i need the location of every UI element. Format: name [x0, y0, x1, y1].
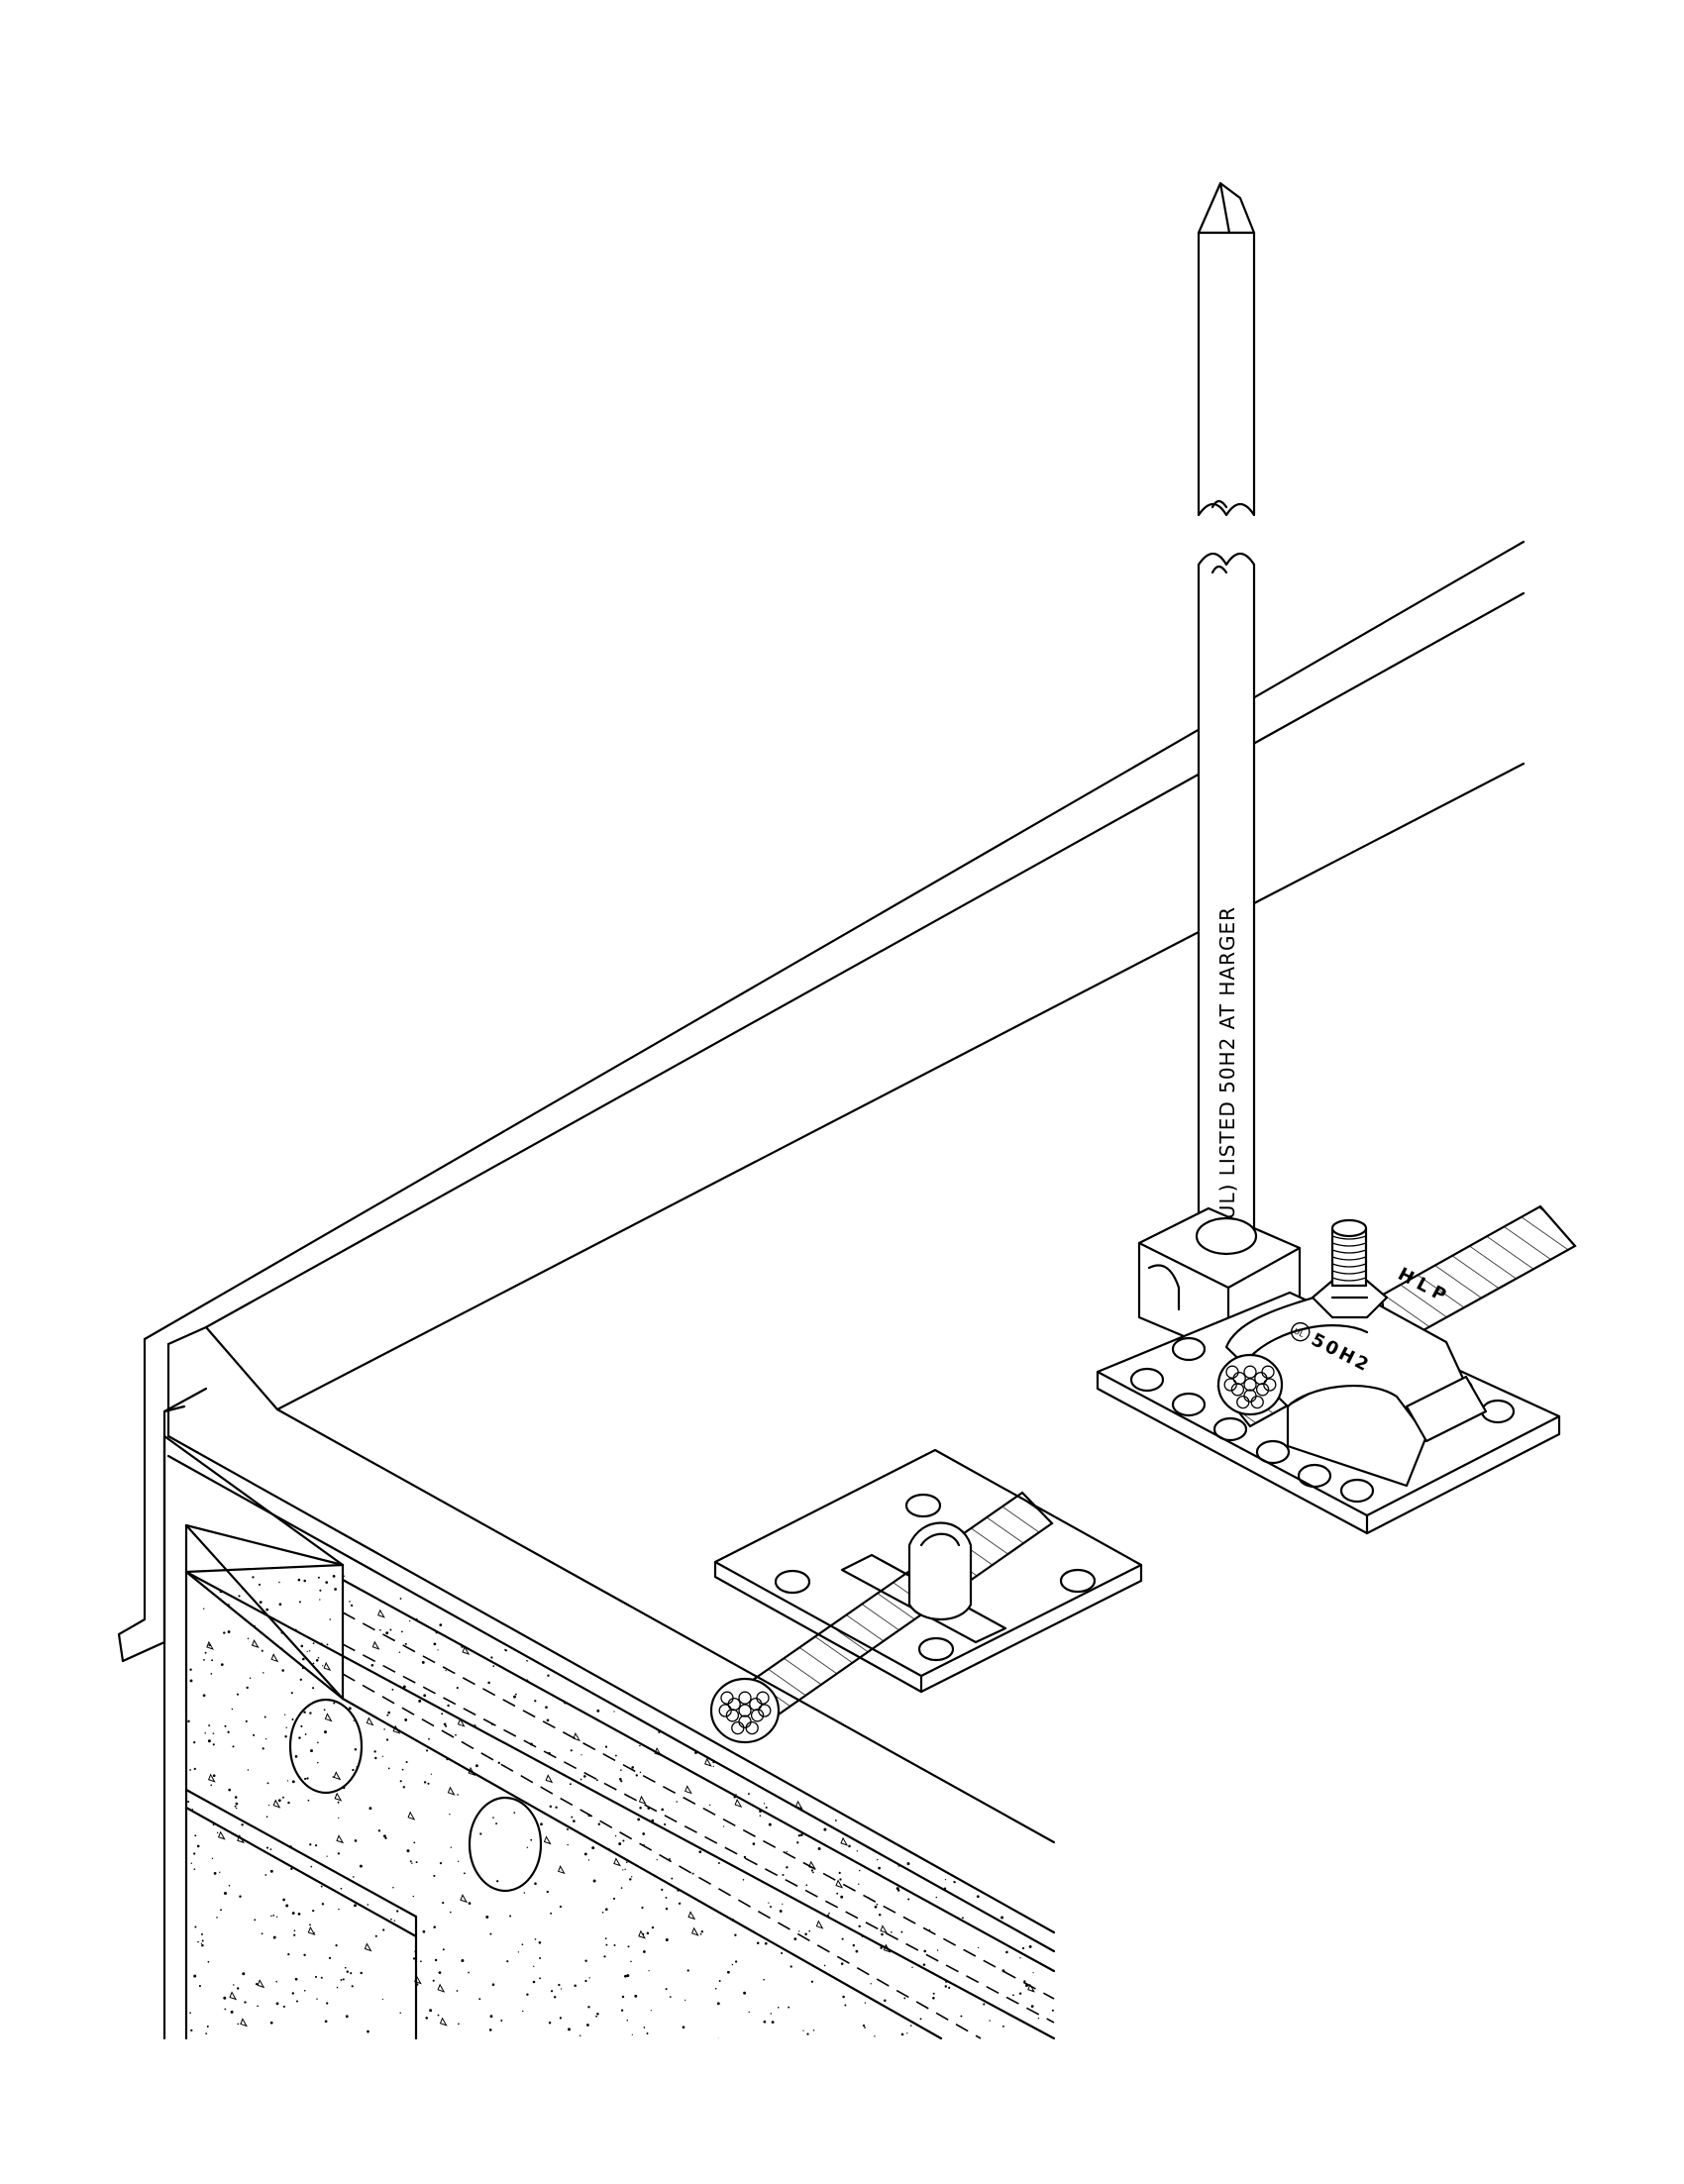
ul-mark-icon — [1291, 1321, 1311, 1342]
cable-end — [709, 1677, 781, 1744]
rod-label: (UL) LISTED 50H2 AT HARGER — [1215, 906, 1239, 1228]
roof-membrane-layers — [166, 1407, 1056, 2040]
cable-clamp-icon: HLP UL 50H2 — [1096, 1204, 1577, 1535]
bolt-icon — [1311, 1218, 1389, 1319]
listing-mark-text: UL — [1293, 1326, 1307, 1339]
block-core — [288, 1698, 364, 1795]
cable-end — [1216, 1353, 1284, 1416]
block-core — [468, 1796, 543, 1893]
lightning-rod-icon: (UL) LISTED 50H2 AT HARGER — [1197, 181, 1256, 1250]
cable-holder-icon — [709, 1448, 1143, 1744]
roof-edge — [117, 540, 1526, 1663]
